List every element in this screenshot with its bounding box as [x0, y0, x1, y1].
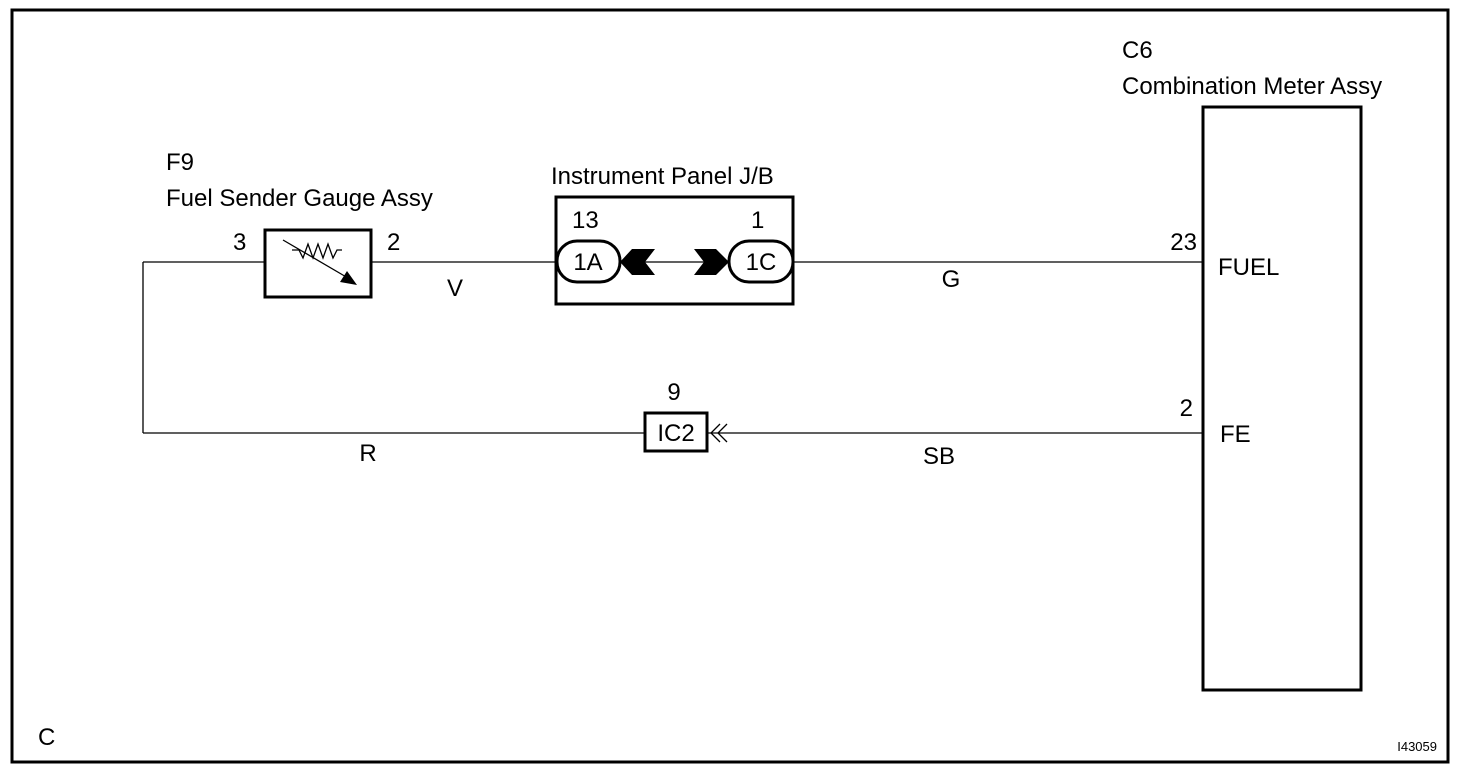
corner-label: C [38, 724, 55, 751]
instrument-panel-jb: Instrument Panel J/B 13 1 1A 1C [551, 163, 795, 306]
jb-pin-left: 13 [572, 207, 599, 234]
wire-label-r: R [359, 440, 376, 467]
double-chevron-left-icon [710, 423, 728, 443]
combination-meter: C6 Combination Meter Assy 23 FUEL 2 FE [1122, 37, 1382, 692]
jb-pin-right: 1 [751, 207, 764, 234]
fuel-sender-pin-right: 2 [387, 229, 400, 256]
connector-1a-label: 1A [573, 249, 602, 276]
wire-label-sb: SB [923, 443, 955, 470]
fuel-sender-box [263, 228, 373, 299]
meter-pin-fe: 2 [1180, 395, 1193, 422]
jb-name: Instrument Panel J/B [551, 163, 774, 190]
fuel-sender-name: Fuel Sender Gauge Assy [166, 185, 433, 212]
meter-box [1201, 105, 1363, 692]
meter-name: Combination Meter Assy [1122, 73, 1382, 100]
connector-1c-label: 1C [746, 249, 777, 276]
meter-terminal-fuel: FUEL [1218, 254, 1279, 281]
connector-1c [727, 239, 795, 284]
fuel-sender-code: F9 [166, 149, 194, 176]
meter-terminal-fe: FE [1220, 421, 1251, 448]
wire-label-g: G [942, 266, 961, 293]
fuel-sender-gauge: F9 Fuel Sender Gauge Assy 3 2 [166, 149, 433, 299]
ic2-connector: 9 IC2 [643, 379, 728, 453]
wire-label-v: V [447, 275, 463, 302]
fuel-sender-pin-left: 3 [233, 229, 246, 256]
chevron-left-icon [620, 249, 655, 275]
figure-id: I43059 [1397, 739, 1437, 754]
meter-pin-fuel: 23 [1170, 229, 1197, 256]
variable-resistor-icon [282, 239, 357, 285]
connector-1a [555, 239, 622, 284]
ic2-pin: 9 [667, 379, 680, 406]
ic2-box [643, 411, 709, 453]
ic2-label: IC2 [657, 420, 694, 447]
diagram-frame [10, 8, 1450, 764]
meter-code: C6 [1122, 37, 1153, 64]
chevron-right-icon [694, 249, 729, 275]
